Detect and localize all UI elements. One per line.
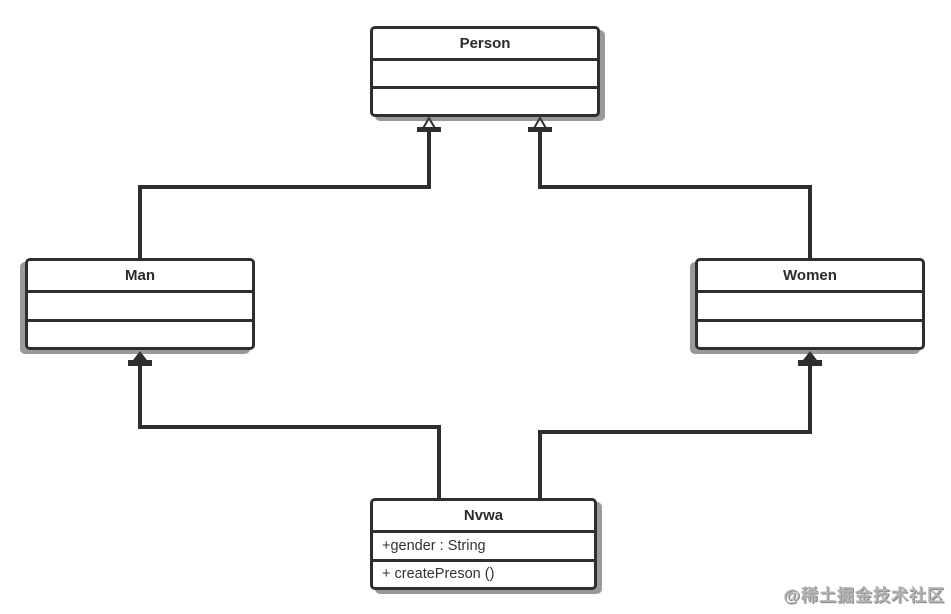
connector-line — [538, 430, 542, 498]
connector-line — [138, 185, 431, 189]
connector-tick — [417, 127, 441, 132]
connector-line — [540, 430, 812, 434]
connector-line — [808, 185, 812, 259]
class-attributes-row — [698, 290, 922, 319]
class-attributes-row: +gender : String — [373, 530, 594, 559]
class-box-nvwa[interactable]: Nvwa +gender : String + createPreson () — [370, 498, 597, 590]
class-box-man[interactable]: Man — [25, 258, 255, 350]
watermark-text: @稀土掘金技术社区 — [783, 586, 945, 605]
connector-line — [437, 425, 441, 498]
connector-tick — [128, 360, 152, 366]
class-title: Man — [125, 267, 155, 284]
connector-tick — [798, 360, 822, 366]
class-title: Person — [459, 35, 511, 52]
class-box-women[interactable]: Women — [695, 258, 925, 350]
connector-line — [138, 425, 441, 429]
class-methods-row — [698, 318, 922, 348]
connector-line — [538, 131, 542, 185]
class-title: Women — [783, 267, 837, 284]
class-attributes-row — [28, 290, 252, 319]
connector-line — [138, 185, 142, 259]
connector-tick — [528, 127, 552, 132]
connector-line — [427, 131, 431, 185]
connector-line — [808, 364, 812, 430]
class-attributes-row — [373, 58, 597, 86]
class-methods-row — [373, 86, 597, 114]
connector-line — [138, 364, 142, 425]
class-box-person[interactable]: Person — [370, 26, 600, 117]
class-methods-row — [28, 318, 252, 348]
class-methods-row: + createPreson () — [373, 558, 594, 588]
connector-line — [538, 185, 812, 189]
class-title: Nvwa — [463, 507, 504, 524]
